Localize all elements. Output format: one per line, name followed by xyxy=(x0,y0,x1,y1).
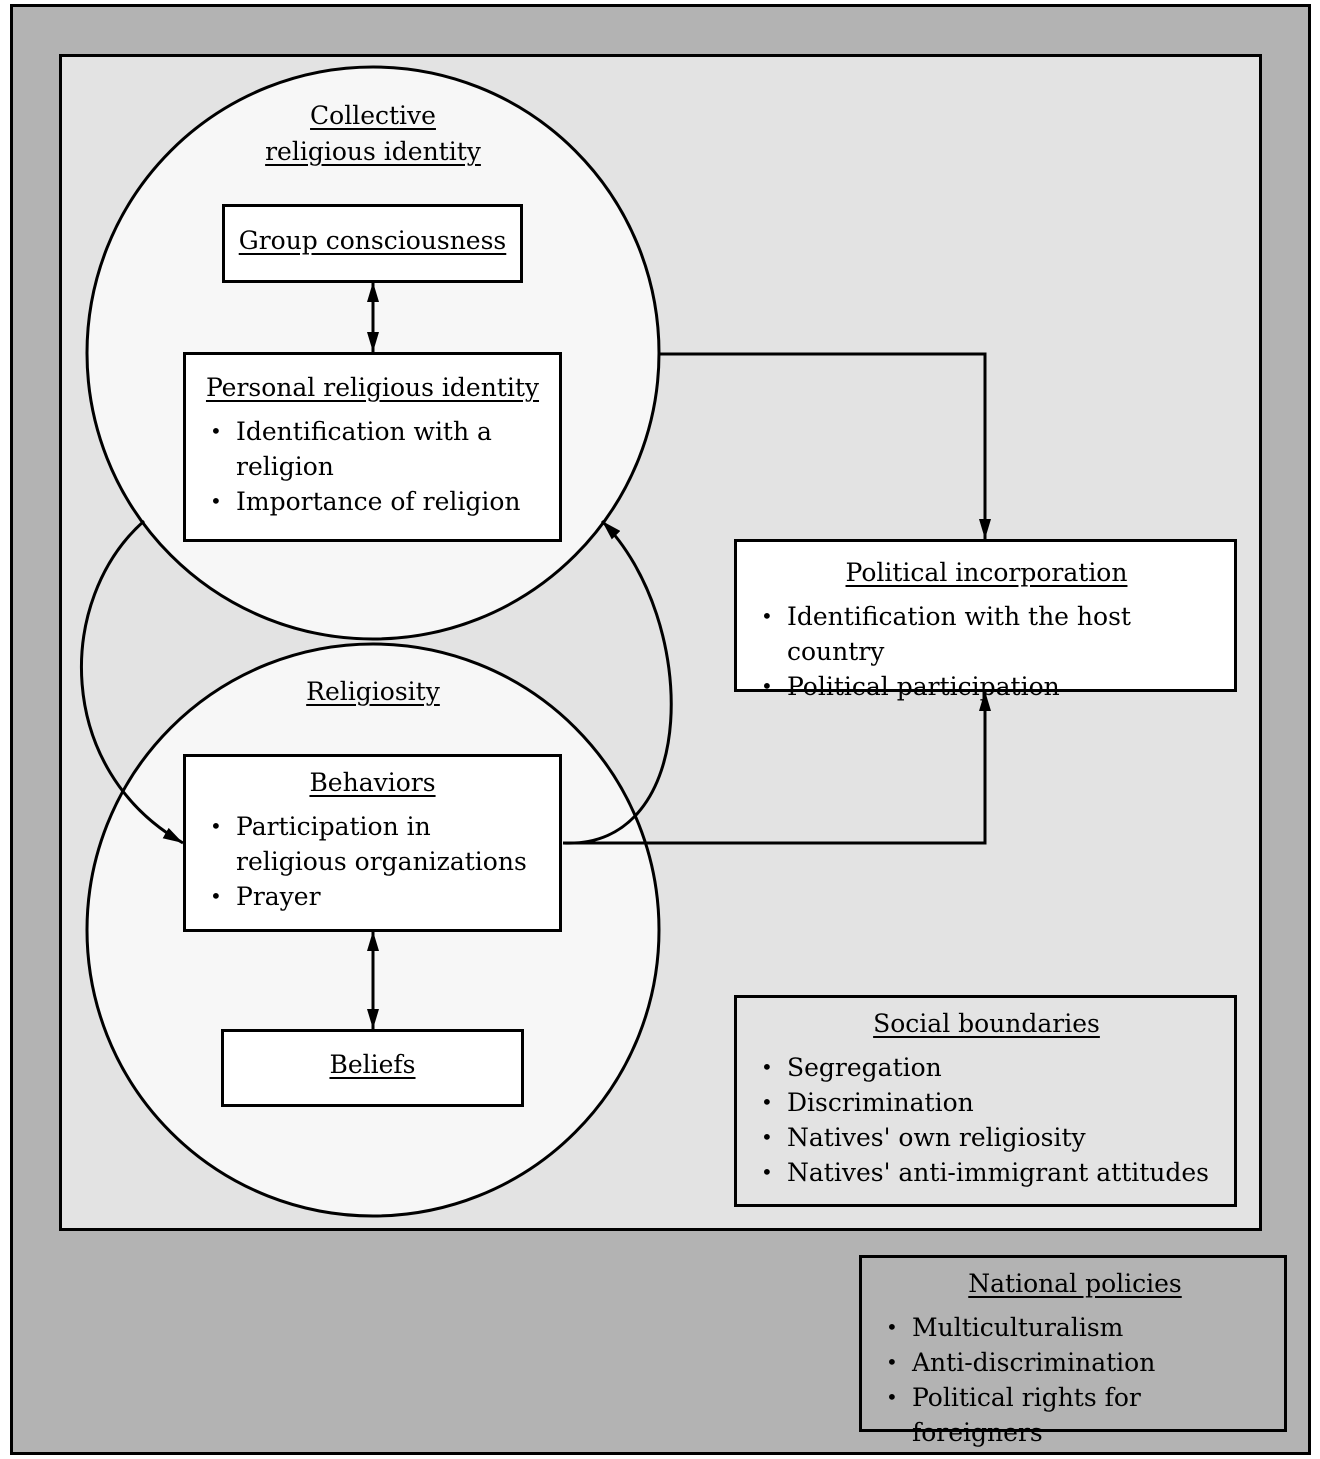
list-item: Natives' anti-immigrant attitudes xyxy=(757,1155,1226,1190)
arrow-behaviors-to-political xyxy=(563,691,991,845)
social-boundaries-list: Segregation Discrimination Natives' own … xyxy=(757,1050,1226,1190)
collective-identity-title: Collective religious identity xyxy=(265,101,481,166)
personal-identity-list: Identification with a religion Importanc… xyxy=(206,414,549,519)
beliefs-box: Beliefs xyxy=(221,1029,524,1107)
political-incorporation-list: Identification with the host country Pol… xyxy=(757,599,1226,704)
national-policies-box: National policies Multiculturalism Anti-… xyxy=(859,1255,1287,1447)
curve-arrow-behaviors-to-identity xyxy=(562,519,673,845)
social-boundaries-box: Social boundaries Segregation Discrimina… xyxy=(734,995,1237,1207)
list-item: Political participation xyxy=(757,669,1226,704)
political-incorporation-box: Political incorporation Identification w… xyxy=(734,539,1237,704)
personal-identity-box: Personal religious identity Identificati… xyxy=(183,352,562,542)
list-item: Multiculturalism xyxy=(882,1310,1278,1345)
religiosity-title: Religiosity xyxy=(306,677,440,706)
list-item: Identification with a religion xyxy=(206,414,549,484)
behaviors-list: Participation in religious organizations… xyxy=(206,809,549,914)
national-policies-title: National policies xyxy=(968,1269,1182,1298)
political-incorporation-title: Political incorporation xyxy=(845,558,1128,587)
list-item: Participation in religious organizations xyxy=(206,809,549,879)
list-item: Natives' own religiosity xyxy=(757,1120,1226,1155)
national-policies-list: Multiculturalism Anti-discrimination Pol… xyxy=(882,1310,1278,1450)
list-item: Importance of religion xyxy=(206,484,549,519)
curve-arrow-identity-to-behaviors xyxy=(80,519,184,845)
social-boundaries-title: Social boundaries xyxy=(873,1009,1100,1038)
group-consciousness-box: Group consciousness xyxy=(222,204,523,283)
list-item: Identification with the host country xyxy=(757,599,1226,669)
arrow-identity-to-political xyxy=(659,352,991,539)
list-item: Segregation xyxy=(757,1050,1226,1085)
list-item: Prayer xyxy=(206,879,549,914)
list-item: Political rights for foreigners xyxy=(882,1380,1278,1450)
list-item: Anti-discrimination xyxy=(882,1345,1278,1380)
group-consciousness-title: Group consciousness xyxy=(238,226,507,255)
behaviors-title: Behaviors xyxy=(309,768,436,797)
list-item: Discrimination xyxy=(757,1085,1226,1120)
personal-identity-title: Personal religious identity xyxy=(205,373,540,402)
beliefs-title: Beliefs xyxy=(329,1050,416,1079)
behaviors-box: Behaviors Participation in religious org… xyxy=(183,754,562,932)
